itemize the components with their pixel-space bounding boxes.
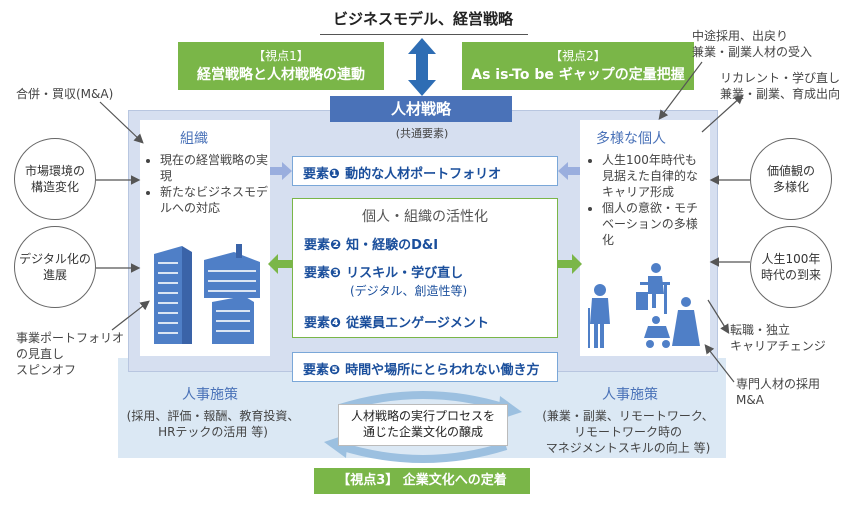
arrow-left-element1-icon xyxy=(558,162,580,180)
left-label-ma: 合併・買収(M&A) xyxy=(16,87,114,101)
arrow-ma xyxy=(99,101,144,144)
mid-career-line: 兼業・副業人材の受入 xyxy=(692,45,813,59)
life100-line: 時代の到来 xyxy=(760,268,821,282)
arrow-portfolio xyxy=(111,300,150,331)
specialist-line: M&A xyxy=(736,393,764,407)
organization-item: 新たなビジネスモデルへの対応 xyxy=(160,184,268,216)
common-elements-label: (共通要素) xyxy=(395,127,449,140)
diverse-individuals-list: 人生100年時代も見据えた自律的なキャリア形成 個人の意欲・モチベーションの多様… xyxy=(588,152,708,248)
cycle-text-box: 人材戦略の実行プロセスを 通じた企業文化の醸成 xyxy=(338,404,508,446)
top-title: ビジネスモデル、経営戦略 xyxy=(332,10,513,28)
portfolio-line: スピンオフ xyxy=(16,363,77,377)
organization-item: 現在の経営戦略の実現 xyxy=(160,152,268,184)
people-icon xyxy=(588,263,700,348)
right-label-career-change: 転職・独立 キャリアチェンジ xyxy=(730,322,842,354)
element3-sub: (デジタル、創造性等) xyxy=(350,284,468,298)
hr-measures-right-line2: リモートワーク時の xyxy=(573,425,682,439)
digital-line: 進展 xyxy=(42,268,67,282)
viewpoint1-box: 【視点1】 経営戦略と人材戦略の連動 xyxy=(178,42,384,90)
element2-tag: 要素❷ xyxy=(304,238,342,253)
diverse-individuals-title: 多様な個人 xyxy=(596,131,666,147)
recurrent-line: 兼業・副業、育成出向 xyxy=(720,87,841,101)
organization-list: 現在の経営戦略の実現 新たなビジネスモデルへの対応 xyxy=(146,152,268,216)
hr-measures-right-line1: (兼業・副業、リモートワーク、 xyxy=(542,409,714,423)
element2-text: 知・経験のD&I xyxy=(346,238,439,253)
portfolio-line: 事業ポートフォリオ xyxy=(16,331,125,345)
recurrent-line: リカレント・学び直し xyxy=(720,71,841,85)
arrow-mid-career xyxy=(658,61,703,120)
arrow-right-green-icon xyxy=(558,254,582,274)
hr-measures-left-line1: (採用、評価・報酬、教育投資、 xyxy=(126,409,300,423)
organization-title: 組織 xyxy=(180,131,208,147)
element2-row: 要素❷ 知・経験のD&I xyxy=(304,234,554,253)
market-line: 市場環境の xyxy=(24,164,85,178)
life100-line: 人生100年 xyxy=(761,252,821,266)
viewpoint2-box: 【視点2】 As is-To be ギャップの定量把握 xyxy=(462,42,694,90)
buildings-icon xyxy=(154,244,260,344)
element3-tag: 要素❸ xyxy=(304,266,342,281)
cycle-line1: 人材戦略の実行プロセスを xyxy=(350,409,495,423)
viewpoint3-text: 企業文化への定着 xyxy=(402,473,507,488)
element4-row: 要素❹ 従業員エンゲージメント xyxy=(304,312,554,331)
element5-box: 要素❺ 時間や場所にとらわれない働き方 xyxy=(292,352,558,382)
vertical-double-arrow-icon xyxy=(408,38,436,96)
arrow-specialist xyxy=(704,344,735,383)
element5-text: 時間や場所にとらわれない働き方 xyxy=(345,363,540,378)
values-line: 多様化 xyxy=(772,180,809,194)
hr-measures-left-line2: HRテックの活用 等) xyxy=(158,425,268,439)
cycle-line2: 通じた企業文化の醸成 xyxy=(362,425,483,439)
right-label-specialist: 専門人材の採用 M&A xyxy=(736,376,842,408)
viewpoint3-box: 【視点3】 企業文化への定着 xyxy=(314,468,530,494)
left-label-portfolio: 事業ポートフォリオ の見直し スピンオフ xyxy=(16,330,136,378)
activation-box xyxy=(292,198,558,338)
top-title-underline xyxy=(320,34,528,35)
specialist-line: 専門人材の採用 xyxy=(736,377,821,391)
career-change-line: キャリアチェンジ xyxy=(730,339,826,353)
element1-tag: 要素❶ xyxy=(303,167,341,182)
hr-strategy-header: 人材戦略 xyxy=(330,96,512,122)
digital-line: デジタル化の xyxy=(19,252,91,266)
arrow-career-change xyxy=(707,299,730,335)
element4-text: 従業員エンゲージメント xyxy=(346,316,489,331)
circle-values-diversification: 価値観の多様化 xyxy=(750,138,832,220)
right-label-mid-career: 中途採用、出戻り 兼業・副業人材の受入 xyxy=(692,28,842,60)
values-line: 価値観の xyxy=(766,164,815,178)
market-line: 構造変化 xyxy=(30,180,79,194)
hr-measures-right-line3: マネジメントスキルの向上 等) xyxy=(545,441,711,455)
right-label-recurrent: リカレント・学び直し 兼業・副業、育成出向 xyxy=(720,70,846,102)
element1-text: 動的な人材ポートフォリオ xyxy=(345,167,502,182)
viewpoint2-text: As is-To be ギャップの定量把握 xyxy=(471,67,685,83)
element4-tag: 要素❹ xyxy=(304,316,342,331)
hr-measures-right-title: 人事施策 xyxy=(602,387,658,403)
viewpoint3-tag: 【視点3】 xyxy=(337,473,399,488)
arrow-left-green-icon xyxy=(268,254,292,274)
hr-measures-left-title: 人事施策 xyxy=(182,387,238,403)
viewpoint1-text: 経営戦略と人材戦略の連動 xyxy=(197,67,365,83)
viewpoint2-tag: 【視点2】 xyxy=(550,49,606,63)
viewpoint1-tag: 【視点1】 xyxy=(253,49,309,63)
career-change-line: 転職・独立 xyxy=(730,323,791,337)
arrow-recurrent xyxy=(701,94,744,133)
diverse-individuals-item: 個人の意欲・モチベーションの多様化 xyxy=(602,200,708,248)
circle-life100: 人生100年時代の到来 xyxy=(750,226,832,308)
mid-career-line: 中途採用、出戻り xyxy=(692,29,789,43)
element3-row: 要素❸ リスキル・学び直し xyxy=(304,262,554,281)
portfolio-line: の見直し xyxy=(16,347,65,361)
element5-tag: 要素❺ xyxy=(303,363,341,378)
circle-market-change: 市場環境の構造変化 xyxy=(14,138,96,220)
diverse-individuals-item: 人生100年時代も見据えた自律的なキャリア形成 xyxy=(602,152,708,200)
circle-digital-progress: デジタル化の進展 xyxy=(14,226,96,308)
activation-title: 個人・組織の活性化 xyxy=(362,209,488,225)
arrow-right-element1-icon xyxy=(270,162,292,180)
element1-box: 要素❶ 動的な人材ポートフォリオ xyxy=(292,156,558,186)
element3-text: リスキル・学び直し xyxy=(346,266,464,281)
